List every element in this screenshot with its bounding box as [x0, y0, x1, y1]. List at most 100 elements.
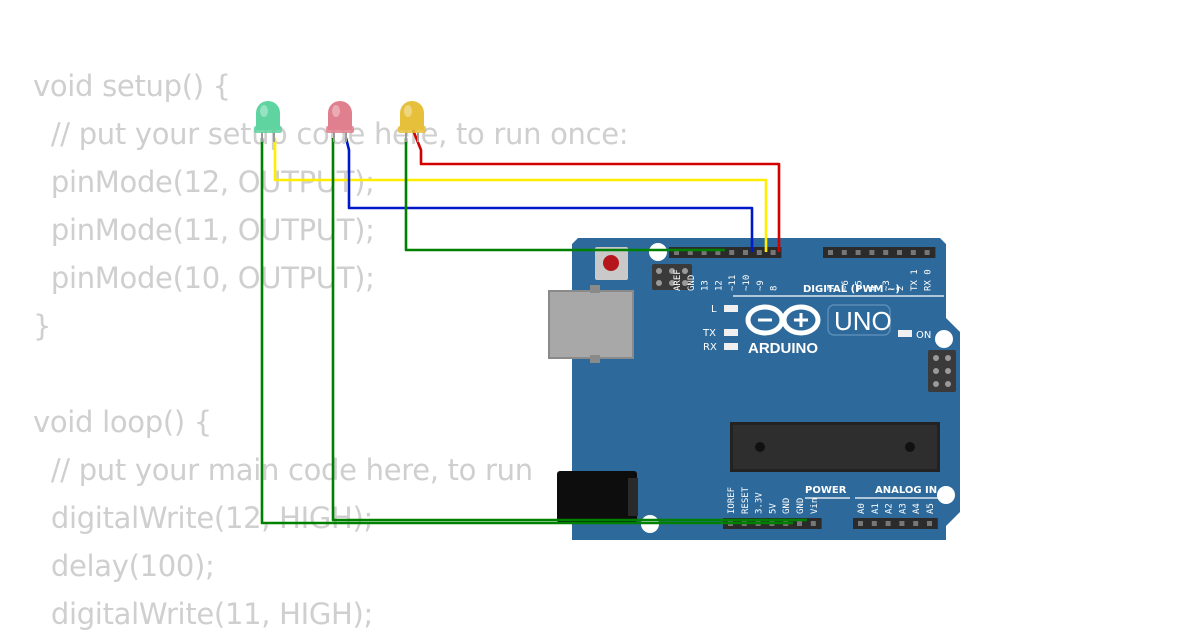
pin-label: 2	[896, 286, 906, 291]
code-line: }	[33, 309, 52, 343]
pin-label: GND	[687, 275, 697, 291]
header-pin[interactable]	[869, 250, 875, 255]
pin-label: A4	[912, 503, 922, 514]
header-pin[interactable]	[855, 250, 861, 255]
code-line: void loop() {	[33, 405, 212, 439]
green-led[interactable]	[254, 101, 282, 142]
usb-connector	[548, 290, 634, 359]
header-pin[interactable]	[927, 521, 932, 526]
header-pin[interactable]	[729, 250, 735, 255]
dc-power-jack	[557, 471, 638, 523]
header-strip	[823, 247, 936, 258]
header-pin[interactable]	[701, 250, 707, 255]
pin-label: GND	[782, 498, 792, 514]
code-line: pinMode(11, OUTPUT);	[33, 213, 375, 247]
pin-label: TX 1	[910, 269, 920, 291]
header-pin[interactable]	[770, 250, 776, 255]
code-line: // put your main code here, to run	[33, 453, 533, 487]
red-led[interactable]	[326, 101, 354, 142]
code-line: pinMode(10, OUTPUT);	[33, 261, 375, 295]
l-led	[724, 305, 738, 312]
header-pin[interactable]	[883, 250, 889, 255]
green-wire-green-led[interactable]	[260, 138, 793, 525]
pin-label: ~3	[882, 280, 892, 291]
header-pin[interactable]	[756, 250, 762, 255]
header-pin[interactable]	[810, 521, 816, 526]
header-pin[interactable]	[871, 521, 877, 526]
header-pin[interactable]	[687, 250, 693, 255]
header-pin[interactable]	[897, 250, 902, 255]
code-line: digitalWrite(12, HIGH);	[33, 501, 374, 535]
power-label: POWER	[805, 485, 847, 496]
pin-label: A0	[857, 503, 867, 514]
pin-label: RESET	[741, 486, 751, 514]
uno-badge	[827, 304, 891, 336]
header-pin[interactable]	[743, 250, 748, 255]
pin-label: Vin	[810, 498, 820, 514]
header-pin[interactable]	[674, 250, 679, 255]
header-pin[interactable]	[828, 250, 833, 255]
yellow-led[interactable]	[398, 101, 426, 142]
green-wire-yellow-led[interactable]	[404, 138, 725, 252]
on-led	[898, 330, 912, 337]
pin-label: ~11	[728, 275, 738, 291]
uno-label: UNO	[834, 306, 892, 336]
pin-label: GND	[796, 498, 806, 514]
header-pin[interactable]	[858, 521, 863, 526]
green-wire-red-led[interactable]	[331, 138, 807, 522]
icsp-header	[652, 264, 692, 290]
mounting-hole	[937, 486, 955, 504]
arduino-logo	[745, 304, 821, 336]
leds	[254, 101, 426, 142]
reset-button-cap	[603, 255, 619, 271]
header-pin[interactable]	[899, 521, 905, 526]
header-pin[interactable]	[913, 521, 919, 526]
code-line: delay(100);	[33, 549, 215, 583]
yellow-wire[interactable]	[273, 138, 768, 252]
pin-label: AREF	[673, 269, 683, 291]
header-pin[interactable]	[841, 250, 847, 255]
tx-led-label: TX	[702, 328, 716, 339]
analog-in-label: ANALOG IN	[875, 485, 937, 496]
pin-label: ~5	[855, 280, 865, 291]
pin-label: ~10	[742, 275, 752, 291]
pin-label: ~9	[756, 280, 766, 291]
blue-wire[interactable]	[344, 137, 754, 252]
pin-label: 4	[868, 286, 878, 291]
pin-label: A5	[926, 503, 936, 514]
pin-label: IOREF	[727, 487, 737, 514]
icsp-header-right	[928, 350, 956, 392]
pin-label: 7	[827, 286, 837, 291]
header-pin[interactable]	[797, 521, 802, 526]
pin-label: A1	[871, 503, 881, 514]
pin-label: RX 0	[924, 269, 934, 291]
red-wire[interactable]	[411, 129, 781, 252]
digital-pwm-label: DIGITAL (PWM ~)	[803, 284, 900, 295]
wires	[260, 129, 807, 525]
code-line: void setup() {	[33, 69, 231, 103]
header-strip	[669, 247, 782, 258]
pin-label: 5V	[768, 503, 778, 514]
pin-label: 8	[770, 286, 780, 291]
pin-label: ~6	[841, 280, 851, 291]
header-pin[interactable]	[910, 250, 916, 255]
header-pin[interactable]	[885, 521, 891, 526]
header-pin[interactable]	[715, 250, 721, 255]
header-pin[interactable]	[924, 250, 930, 255]
on-led-label: ON	[916, 330, 931, 341]
tx-led	[724, 329, 738, 336]
mounting-hole	[649, 243, 667, 261]
mounting-hole	[935, 330, 953, 348]
l-led-label: L	[711, 304, 717, 315]
code-line: digitalWrite(11, HIGH);	[33, 597, 374, 631]
atmega-chip	[730, 422, 940, 472]
pin-label: 12	[714, 280, 724, 291]
rx-led	[724, 343, 738, 350]
header-strip	[853, 518, 938, 529]
